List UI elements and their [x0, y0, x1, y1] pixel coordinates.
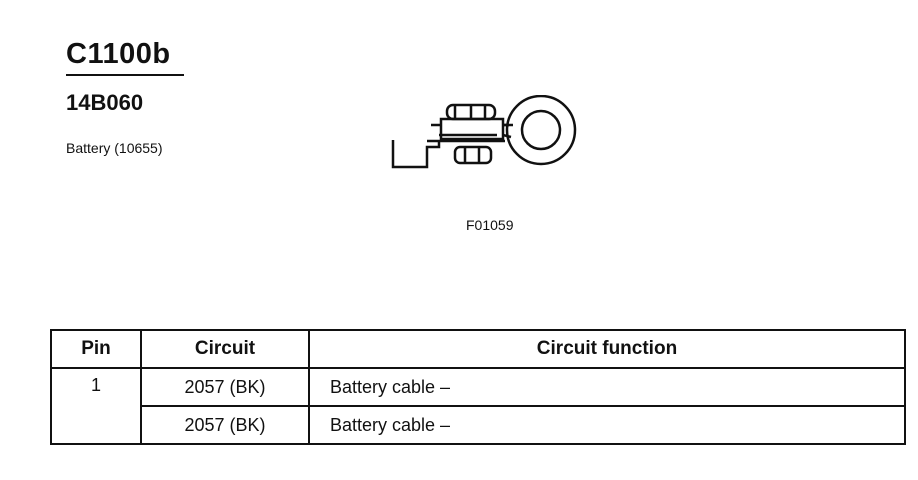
- circuit-function-cell: Battery cable –: [308, 367, 906, 407]
- header-circuit: Circuit: [140, 329, 310, 369]
- table-row: 2057 (BK) Battery cable –: [51, 405, 906, 445]
- table-header-row: Pin Circuit Circuit function: [50, 329, 906, 369]
- part-number: 14B060: [66, 90, 144, 115]
- figure-code: F01059: [466, 217, 514, 233]
- header-pin: Pin: [50, 329, 142, 369]
- connector-description: Battery (10655): [66, 140, 163, 156]
- battery-terminal-illustration: [391, 95, 577, 169]
- connector-id: C1100b: [66, 38, 171, 70]
- circuit-function-cell: Battery cable –: [308, 405, 906, 445]
- pin-number: 1: [50, 367, 142, 445]
- pin-table: Pin Circuit Circuit function 1 2057 (BK)…: [50, 329, 906, 445]
- header-circuit-function: Circuit function: [308, 329, 906, 369]
- circuit-cell: 2057 (BK): [140, 367, 310, 407]
- table-row: 1 2057 (BK) Battery cable –: [50, 367, 906, 445]
- circuit-cell: 2057 (BK): [140, 405, 310, 445]
- title-underline: [66, 74, 184, 76]
